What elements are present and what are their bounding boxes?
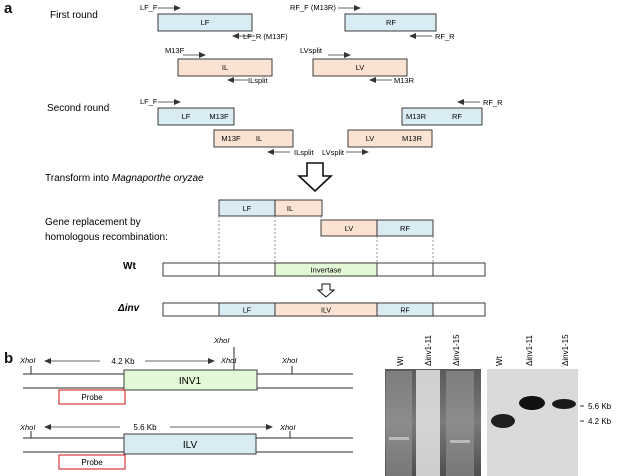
primer-ilsplit-2: ILsplit: [294, 148, 315, 157]
dinv-lf-label: LF: [243, 308, 251, 315]
wt-invertase-label: Invertase: [311, 266, 342, 275]
second-round-heading: Second round: [47, 103, 109, 114]
primer-rf-f: RF_F (M13R): [290, 3, 336, 12]
primer-lvsplit: LVsplit: [300, 46, 323, 55]
fragment-lv-label: LV: [356, 63, 365, 72]
primer-m13f: M13F: [165, 46, 185, 55]
map2-xhoi-right: XhoI: [279, 423, 295, 432]
panel-letter-b: b: [4, 350, 14, 367]
fragment-rf: [344, 13, 437, 32]
blot-band-inv1-11: [519, 396, 545, 410]
blot-lane-wt: Wt: [495, 355, 504, 366]
fragment-m13r-rf: [401, 107, 483, 126]
fragment-lf-m13f-label-a: LF: [182, 112, 191, 121]
map1-xhoi-right: XhoI: [281, 356, 297, 365]
blot-lane-inv1-11: Δinv1-11: [525, 334, 534, 366]
fragment-lf: [157, 13, 253, 32]
map1-xhoi-mid-top: XhoI: [213, 336, 229, 345]
map2-probe-label: Probe: [81, 458, 103, 467]
gr-lf-label: LF: [243, 204, 252, 213]
gel-lane-3-smear: [446, 371, 474, 476]
fragment-lv-m13r-label-a: LV: [366, 134, 375, 143]
fragment-m13r-rf-label-a: M13R: [406, 112, 427, 121]
map2-ilv-label: ILV: [183, 440, 198, 451]
gr-rf-box: [376, 219, 434, 237]
marker-42kb: 4.2 Kb: [588, 417, 612, 426]
gel-lane-inv1-11: Δinv1-11: [424, 334, 433, 366]
primer-rf-r: RF_R: [435, 32, 455, 41]
fragment-lv-m13r-label-b: M13R: [402, 134, 423, 143]
fragment-il-label: IL: [222, 63, 228, 72]
fragment-rf-label: RF: [386, 18, 396, 27]
fragment-lf-label: LF: [201, 18, 210, 27]
map2-probe-box: [58, 454, 126, 470]
dinv-ilv-label: ILV: [321, 308, 331, 315]
map1-distance: 4.2 Kb: [111, 357, 135, 366]
blot-lane-labels: Wt Δinv1-11 Δinv1-15: [495, 334, 570, 366]
fragment-lf-m13f: [157, 107, 235, 126]
primer-lf-f-2: LF_F: [140, 97, 158, 106]
dinv-rf-box: [376, 302, 434, 317]
gel-lane-labels: Wt Δinv1-11 Δinv1-15: [396, 334, 461, 366]
fragment-il: [177, 58, 273, 77]
map1-probe-box: [58, 389, 126, 405]
gene-replacement-line1: Gene replacement by: [45, 217, 141, 228]
primer-lf-r: LF_R (M13F): [243, 32, 288, 41]
gel-band-1: [389, 437, 409, 440]
small-down-arrow-icon: [316, 283, 336, 298]
gel-lane-wt: Wt: [396, 355, 405, 366]
gel-band-3: [450, 440, 470, 443]
primer-lf-f: LF_F: [140, 3, 158, 12]
gr-il-box: [274, 199, 323, 217]
wt-invertase-box: [274, 262, 378, 277]
marker-56kb: 5.6 Kb: [588, 402, 612, 411]
first-round-heading: First round: [50, 10, 98, 21]
gene-replacement-line2: homologous recombination:: [45, 232, 168, 243]
blot-band-wt: [491, 414, 515, 428]
fragment-m13r-rf-label-b: RF: [452, 112, 462, 121]
gel-lane-2-smear: [416, 370, 440, 476]
transform-text: Transform into Magnaporthe oryzae: [45, 173, 204, 184]
gel-lane-inv1-15: Δinv1-15: [452, 334, 461, 366]
map2-ilv-box: [123, 433, 257, 455]
map1-inv1-label: INV1: [179, 376, 202, 387]
primer-lvsplit-2: LVsplit: [322, 148, 345, 157]
fragment-m13f-il-label-a: M13F: [221, 134, 241, 143]
map2-distance: 5.6 Kb: [133, 423, 157, 432]
fragment-m13f-il: [213, 129, 294, 148]
panel-letter-a: a: [4, 0, 13, 17]
map1-xhoi-left: XhoI: [19, 356, 35, 365]
primer-ilsplit: ILsplit: [248, 76, 269, 85]
gel-lane-1-smear: [386, 371, 412, 476]
primer-rf-r-2: RF_R: [483, 98, 503, 107]
map2-xhoi-left: XhoI: [19, 423, 35, 432]
fragment-lv: [312, 58, 408, 77]
primer-m13r: M13R: [394, 76, 415, 85]
gr-rf-label: RF: [400, 224, 410, 233]
alignment-guides: [218, 216, 434, 263]
gr-il-label: IL: [287, 204, 293, 213]
blot-band-inv1-15: [552, 399, 576, 409]
down-arrow-icon: [296, 162, 334, 193]
fragment-m13f-il-label-b: IL: [256, 134, 262, 143]
wt-label: Wt: [123, 261, 136, 272]
map1-xhoi-mid: XhoI: [220, 356, 236, 365]
dinv-rf-label: RF: [400, 308, 409, 315]
dinv-label: Δinv: [117, 303, 141, 314]
map1-probe-label: Probe: [81, 393, 103, 402]
map1-inv1-box: [123, 369, 258, 391]
fragment-lf-m13f-label-b: M13F: [209, 112, 229, 121]
blot-lane-inv1-15: Δinv1-15: [561, 334, 570, 366]
fragment-lv-m13r: [347, 129, 433, 148]
gr-lv-label: LV: [345, 224, 354, 233]
